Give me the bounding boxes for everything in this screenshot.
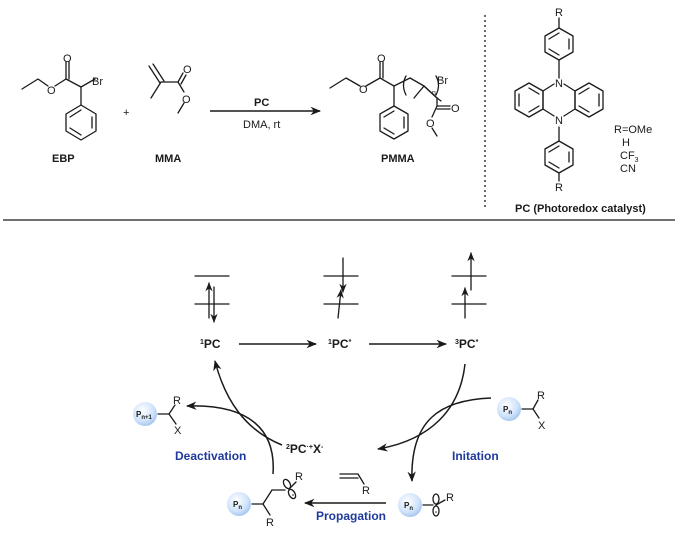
energy-level-1pc	[194, 275, 230, 323]
atom-br: Br	[437, 75, 448, 87]
label-propagation: Propagation	[316, 509, 386, 523]
photoredox-catalyst: R N N R R=OMe H CF3 CN PC (Photoredox ca…	[514, 7, 652, 215]
atom-o: O	[377, 53, 386, 65]
atom-br: Br	[92, 76, 103, 88]
arrow-electron-transfer	[376, 363, 466, 452]
plus-sign: +	[123, 107, 129, 119]
svg-text:Pn: Pn	[404, 501, 413, 512]
atom-n: N	[555, 115, 563, 127]
reaction-arrow: PC DMA, rt	[210, 97, 322, 131]
product-pmma-label: PMMA	[381, 153, 415, 165]
arrow-deactivation	[185, 401, 274, 475]
polymer-pn-x: Pn R X	[497, 390, 546, 432]
atom-o: O	[47, 85, 56, 97]
polymer-sphere	[227, 492, 251, 516]
reactant-mma-label: MMA	[155, 153, 181, 165]
atom-o: O	[426, 118, 435, 130]
r-option: CN	[620, 163, 636, 175]
svg-text:R: R	[173, 395, 181, 407]
state-1pc-star: 1PC*	[328, 337, 352, 351]
svg-text:Pn: Pn	[503, 405, 512, 416]
svg-text:R: R	[266, 517, 274, 529]
atom-o: O	[451, 103, 460, 115]
svg-text:R: R	[537, 390, 545, 402]
repeat-n: n	[432, 90, 436, 97]
arrow-initiation	[407, 397, 492, 483]
r-option: CF3	[620, 150, 639, 164]
svg-text:R: R	[295, 471, 303, 483]
polymer-sphere	[133, 402, 157, 426]
catalyst-label: PC (Photoredox catalyst)	[515, 203, 646, 215]
svg-text:X: X	[174, 425, 182, 437]
arrow-regeneration	[213, 359, 283, 446]
arrow-reagent: PC	[254, 97, 269, 109]
svg-text:Pn: Pn	[233, 500, 242, 511]
r-option: H	[622, 137, 630, 149]
arrow-conditions: DMA, rt	[243, 119, 280, 131]
svg-text:R: R	[446, 492, 454, 504]
reactant-mma: O O MMA	[148, 63, 192, 165]
label-initiation: Initation	[452, 449, 499, 463]
atom-o: O	[359, 84, 368, 96]
polymer-pn1-x: Pn+1 R X	[133, 395, 182, 437]
polymer-sphere	[497, 397, 521, 421]
svg-text:R: R	[362, 485, 370, 497]
atom-n: N	[555, 78, 563, 90]
r-option: R=OMe	[614, 124, 652, 136]
state-1pc: 1PC	[200, 337, 221, 351]
atom-o: O	[63, 53, 72, 65]
state-3pc-star: 3PC*	[455, 337, 479, 351]
svg-text:Pn+1: Pn+1	[136, 410, 153, 421]
product-pmma: O O Br n O O PMMA	[329, 53, 460, 165]
r-group-bottom: R	[555, 182, 563, 194]
state-2pc-radical-cation: 2PC·+X-	[286, 442, 324, 456]
reactant-ebp-label: EBP	[52, 153, 75, 165]
atom-o: O	[183, 64, 192, 76]
p-orbital-icon	[432, 493, 440, 505]
energy-level-3pc-star	[451, 252, 487, 319]
svg-text:X: X	[538, 420, 546, 432]
energy-level-1pc-star	[323, 257, 359, 319]
r-group-top: R	[555, 7, 563, 19]
polymer-sphere	[398, 493, 422, 517]
polymer-pn-chain-radical: Pn R R	[227, 471, 303, 529]
polymer-pn-radical: Pn R	[398, 492, 454, 517]
atom-o: O	[182, 94, 191, 106]
monomer-alkene: R	[339, 473, 370, 497]
reactant-ebp: O O Br EBP	[21, 53, 103, 165]
label-deactivation: Deactivation	[175, 449, 246, 463]
